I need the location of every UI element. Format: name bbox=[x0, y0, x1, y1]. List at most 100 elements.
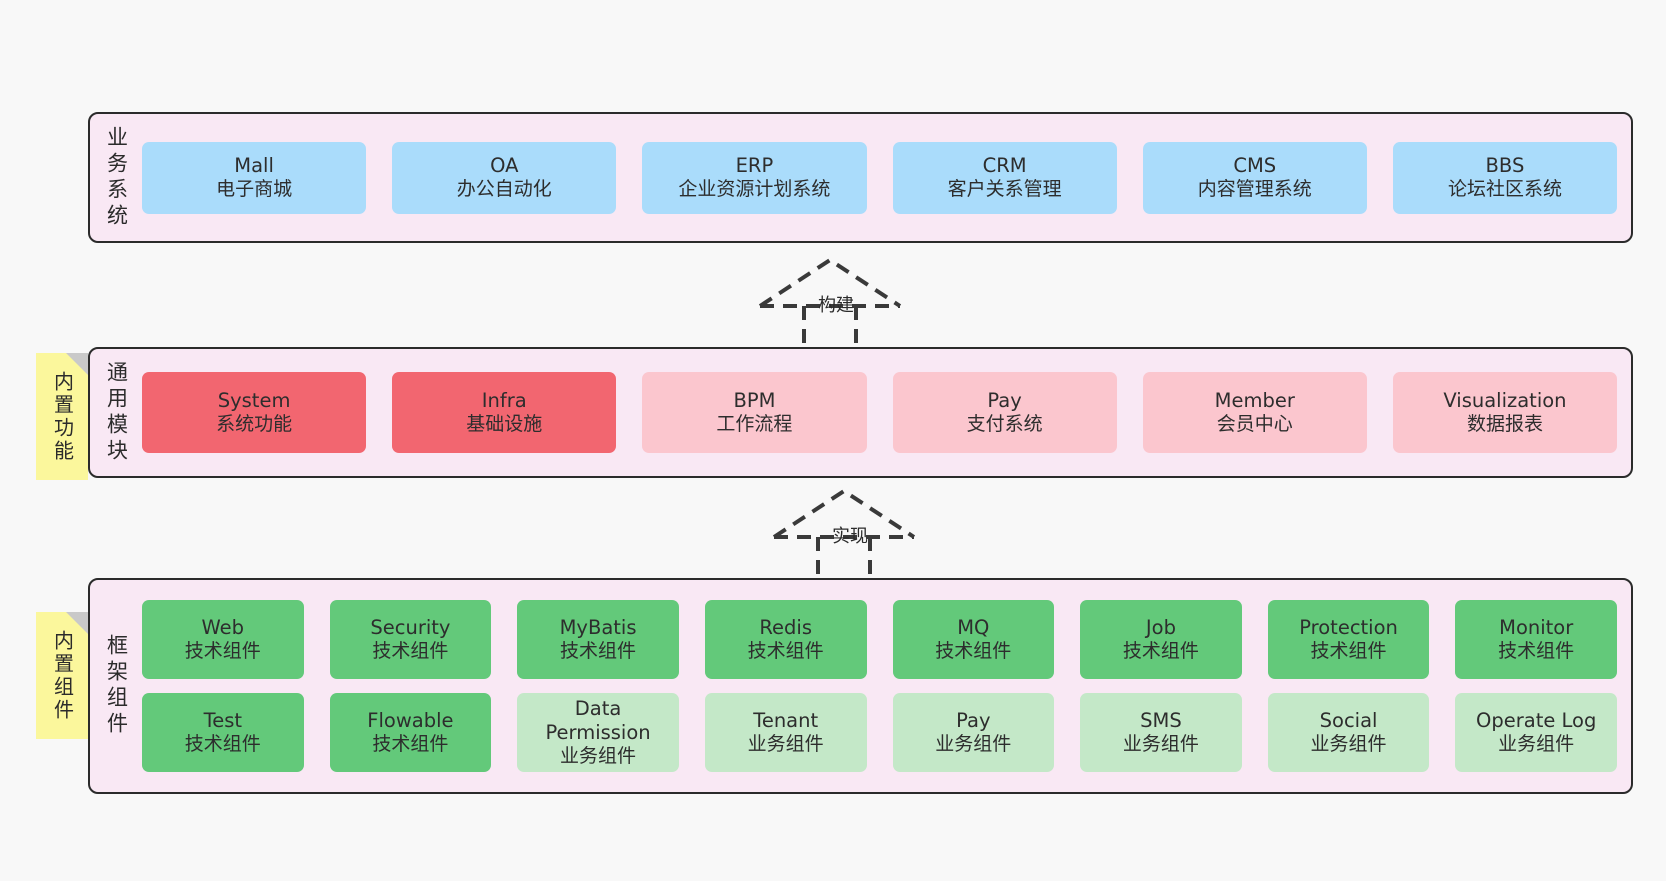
arrowhead-path bbox=[772, 488, 916, 539]
box-title-cn: 系统功能 bbox=[216, 412, 293, 435]
box-bpm[interactable]: BPM 工作流程 bbox=[642, 372, 867, 453]
box-title-en: Web bbox=[201, 616, 245, 640]
box-monitor[interactable]: Monitor 技术组件 bbox=[1455, 600, 1617, 679]
box-bbs[interactable]: BBS 论坛社区系统 bbox=[1392, 141, 1618, 214]
box-title-en: SMS bbox=[1140, 709, 1182, 733]
box-title-en: Operate Log bbox=[1476, 709, 1597, 733]
box-infra[interactable]: Infra 基础设施 bbox=[392, 372, 617, 453]
box-title-en: Member bbox=[1214, 389, 1295, 413]
layer-business-systems: 业务系统 Mall 电子商城 OA 办公自动化 ERP 企业资源计划系统 CRM… bbox=[88, 112, 1633, 243]
box-title-cn: 技术组件 bbox=[372, 732, 449, 755]
box-title-en: BBS bbox=[1485, 154, 1525, 178]
box-title-cn: 业务组件 bbox=[1310, 732, 1387, 755]
box-pay-component[interactable]: Pay 业务组件 bbox=[892, 693, 1055, 772]
box-title-cn: 技术组件 bbox=[1310, 639, 1387, 662]
box-title-cn: 技术组件 bbox=[1122, 639, 1199, 662]
box-title-cn: 企业资源计划系统 bbox=[678, 177, 831, 200]
box-title-cn: 业务组件 bbox=[1498, 732, 1575, 755]
box-title-cn: 工作流程 bbox=[716, 412, 793, 435]
box-pay-module[interactable]: Pay 支付系统 bbox=[892, 372, 1117, 453]
box-title-en: Mall bbox=[234, 154, 274, 178]
box-crm[interactable]: CRM 客户关系管理 bbox=[892, 141, 1117, 214]
box-title-cn: 技术组件 bbox=[560, 639, 637, 662]
box-title-cn: 内容管理系统 bbox=[1197, 177, 1312, 200]
box-protection[interactable]: Protection 技术组件 bbox=[1267, 600, 1430, 679]
box-title-cn: 技术组件 bbox=[1498, 639, 1575, 662]
box-mq[interactable]: MQ 技术组件 bbox=[892, 600, 1055, 679]
box-title-cn: 业务组件 bbox=[747, 732, 824, 755]
box-title-cn: 数据报表 bbox=[1466, 412, 1543, 435]
box-visualization[interactable]: Visualization 数据报表 bbox=[1392, 372, 1618, 453]
box-title-en: Monitor bbox=[1499, 616, 1574, 640]
note-label: 内置组件 bbox=[50, 629, 75, 722]
box-title-en: BPM bbox=[733, 389, 776, 413]
layer-body-business-systems: Mall 电子商城 OA 办公自动化 ERP 企业资源计划系统 CRM 客户关系… bbox=[142, 114, 1631, 241]
box-title-en: System bbox=[217, 389, 291, 413]
box-title-cn: 论坛社区系统 bbox=[1447, 177, 1562, 200]
layer-common-modules: 通用模块 System 系统功能 Infra 基础设施 BPM 工作流程 Pay… bbox=[88, 347, 1633, 478]
box-title-en: MyBatis bbox=[559, 616, 637, 640]
box-title-en: Flowable bbox=[367, 709, 454, 733]
box-title-cn: 业务组件 bbox=[1122, 732, 1199, 755]
box-mybatis[interactable]: MyBatis 技术组件 bbox=[517, 600, 679, 679]
box-title-en: Redis bbox=[759, 616, 812, 640]
box-title-cn: 客户关系管理 bbox=[947, 177, 1062, 200]
box-row: Test 技术组件 Flowable 技术组件 Data Permission … bbox=[142, 693, 1617, 772]
box-test[interactable]: Test 技术组件 bbox=[142, 693, 304, 772]
box-mall[interactable]: Mall 电子商城 bbox=[142, 141, 367, 214]
layer-title-common-modules: 通用模块 bbox=[104, 360, 129, 465]
box-title-en: Pay bbox=[956, 709, 991, 733]
box-row: System 系统功能 Infra 基础设施 BPM 工作流程 Pay 支付系统… bbox=[142, 372, 1618, 453]
box-cms[interactable]: CMS 内容管理系统 bbox=[1142, 141, 1367, 214]
box-title-cn: 会员中心 bbox=[1216, 412, 1293, 435]
box-oa[interactable]: OA 办公自动化 bbox=[392, 141, 617, 214]
box-title-cn: 电子商城 bbox=[216, 177, 293, 200]
box-title-en: Job bbox=[1145, 616, 1176, 640]
box-title-cn: 业务组件 bbox=[935, 732, 1012, 755]
box-member[interactable]: Member 会员中心 bbox=[1142, 372, 1367, 453]
box-flowable[interactable]: Flowable 技术组件 bbox=[329, 693, 492, 772]
arrowhead-path bbox=[758, 257, 902, 308]
note-builtin-function: 内置功能 bbox=[36, 353, 88, 480]
box-operate-log[interactable]: Operate Log 业务组件 bbox=[1455, 693, 1617, 772]
box-title-cn: 业务组件 bbox=[560, 744, 637, 767]
box-erp[interactable]: ERP 企业资源计划系统 bbox=[642, 141, 867, 214]
box-title-en: OA bbox=[490, 154, 519, 178]
layer-body-framework-components: Web 技术组件 Security 技术组件 MyBatis 技术组件 Redi… bbox=[142, 580, 1631, 792]
box-title-cn: 技术组件 bbox=[184, 639, 261, 662]
box-row: Web 技术组件 Security 技术组件 MyBatis 技术组件 Redi… bbox=[142, 600, 1617, 679]
box-title-cn: 技术组件 bbox=[935, 639, 1012, 662]
box-title-en: MQ bbox=[957, 616, 990, 640]
box-title-en: CRM bbox=[982, 154, 1027, 178]
box-sms[interactable]: SMS 业务组件 bbox=[1080, 693, 1242, 772]
box-data-permission[interactable]: Data Permission 业务组件 bbox=[517, 693, 679, 772]
box-title-en: Visualization bbox=[1443, 389, 1567, 413]
box-title-en: Security bbox=[370, 616, 451, 640]
box-title-en: Protection bbox=[1299, 616, 1398, 640]
box-title-en: CMS bbox=[1233, 154, 1277, 178]
box-title-en: Tenant bbox=[753, 709, 819, 733]
box-redis[interactable]: Redis 技术组件 bbox=[704, 600, 867, 679]
box-security[interactable]: Security 技术组件 bbox=[329, 600, 492, 679]
arrow-label-implement: 实现 bbox=[832, 526, 868, 547]
box-title-en: Pay bbox=[987, 389, 1022, 413]
box-title-cn: 技术组件 bbox=[747, 639, 824, 662]
box-title-en: Social bbox=[1319, 709, 1378, 733]
box-tenant[interactable]: Tenant 业务组件 bbox=[704, 693, 867, 772]
layer-title-framework-components: 框架组件 bbox=[104, 634, 129, 738]
box-title-en: ERP bbox=[735, 154, 774, 178]
arrow-implement: 实现 bbox=[766, 488, 956, 579]
box-system[interactable]: System 系统功能 bbox=[142, 372, 367, 453]
layer-framework-components: 框架组件 Web 技术组件 Security 技术组件 MyBatis 技术组件… bbox=[88, 578, 1633, 794]
box-title-cn: 技术组件 bbox=[184, 732, 261, 755]
box-social[interactable]: Social 业务组件 bbox=[1267, 693, 1430, 772]
layer-body-common-modules: System 系统功能 Infra 基础设施 BPM 工作流程 Pay 支付系统… bbox=[142, 349, 1631, 476]
box-job[interactable]: Job 技术组件 bbox=[1080, 600, 1242, 679]
note-builtin-component: 内置组件 bbox=[36, 612, 88, 739]
box-web[interactable]: Web 技术组件 bbox=[142, 600, 304, 679]
box-title-cn: 支付系统 bbox=[966, 412, 1043, 435]
box-row: Mall 电子商城 OA 办公自动化 ERP 企业资源计划系统 CRM 客户关系… bbox=[142, 141, 1618, 214]
box-title-cn: 基础设施 bbox=[466, 412, 543, 435]
arrow-build: 构建 bbox=[752, 257, 942, 348]
